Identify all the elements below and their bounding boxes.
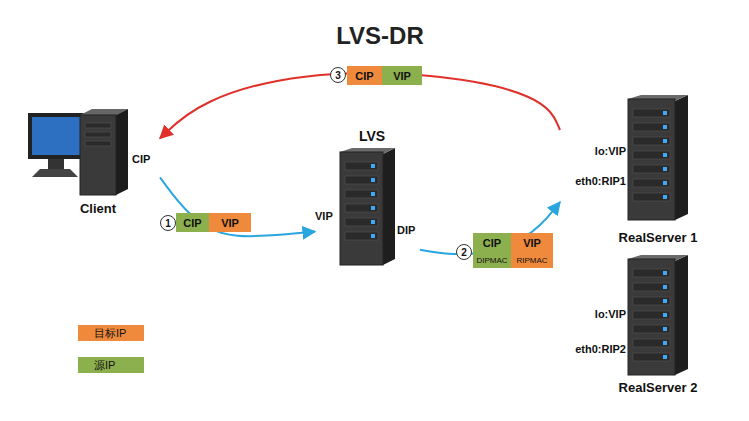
server-led [663,271,667,275]
server-led [371,192,375,196]
legend-text: 目标IP [94,326,126,341]
server-led [663,125,667,129]
server-led [663,181,667,185]
server-bay [633,165,670,173]
server-bay [633,339,670,347]
server-bay [345,218,378,226]
server-bay [633,123,670,131]
client-icon [28,109,128,195]
server-led [663,299,667,303]
node-name: Client [80,201,116,217]
server-icon [628,255,688,375]
interface-label: CIP [132,153,150,166]
server-led [663,139,667,143]
server-bay [633,325,670,333]
interface-label: lo:VIP [595,308,626,321]
packet-field: VIP [382,66,422,85]
legend-text: 源IP [94,358,115,373]
server-icon [340,148,395,265]
drive-bay [85,123,111,128]
server-bay [345,162,378,170]
server-led [663,341,667,345]
server-led [663,167,667,171]
packet-field: DIPMAC [473,253,511,268]
monitor-neck [48,159,64,169]
interface-label: VIP [315,210,333,223]
server-bay [633,109,670,117]
server-led [371,206,375,210]
packet-field: CIP [176,213,209,232]
server-led [663,313,667,317]
packet-field: VIP [511,233,553,253]
server-front [628,99,675,220]
tower-side [116,109,128,195]
server-led [371,178,375,182]
packet-field: RIPMAC [511,253,553,268]
server-bay [345,190,378,198]
interface-label: lo:VIP [595,145,626,158]
interface-label: eth0:RIP1 [575,175,626,188]
diagram-title: LVS-DR [336,22,424,50]
drive-bay [85,141,111,146]
server-front [340,152,383,265]
server-bay [633,311,670,319]
monitor-screen [32,117,80,155]
server-bay [633,179,670,187]
server-bay [345,204,378,212]
server-bay [633,283,670,291]
server-node: LVS VIP DIP [315,128,420,268]
icon-layer [560,90,710,250]
server-front [628,259,675,375]
node-name: LVS [359,128,385,145]
server-led [371,164,375,168]
legend-swatch: 目标IP [78,325,144,341]
server-node: lo:VIP eth0:RIP2RealServer 2 [560,250,710,400]
packet-field: VIP [209,213,251,232]
callout-number: 1 [160,215,176,231]
icon-layer [560,250,710,400]
server-led [663,111,667,115]
node-name: RealServer 2 [619,380,698,396]
server-led [371,220,375,224]
monitor-frame [28,113,84,159]
interface-label: DIP [397,224,415,237]
server-led [371,234,375,238]
callout-number: 2 [456,244,472,260]
server-led [663,355,667,359]
packet-field: CIP [347,66,382,85]
server-side [675,95,688,220]
server-node: lo:VIP eth0:RIP1RealServer 1 [560,90,710,250]
server-led [663,195,667,199]
server-bay [345,176,378,184]
server-bay [633,353,670,361]
server-bay [345,232,378,240]
server-bay [633,151,670,159]
server-bay [633,269,670,277]
tower-front [80,115,116,195]
flow-arrow [420,202,560,254]
client-node: Client CIP [20,105,160,220]
flow-arrow [160,177,315,236]
server-side [383,148,395,265]
icon-layer [315,128,420,268]
node-name: RealServer 1 [619,230,698,246]
server-icon [628,95,688,220]
server-side [675,255,688,375]
legend-swatch: 源IP [78,357,144,373]
server-led [663,153,667,157]
drive-bay [85,132,111,137]
server-bay [633,137,670,145]
server-led [663,327,667,331]
monitor-base [32,169,78,177]
callout-number: 3 [330,67,346,83]
server-bay [633,297,670,305]
server-led [663,285,667,289]
packet-field: CIP [473,233,511,253]
server-bay [633,193,670,201]
interface-label: eth0:RIP2 [575,343,626,356]
